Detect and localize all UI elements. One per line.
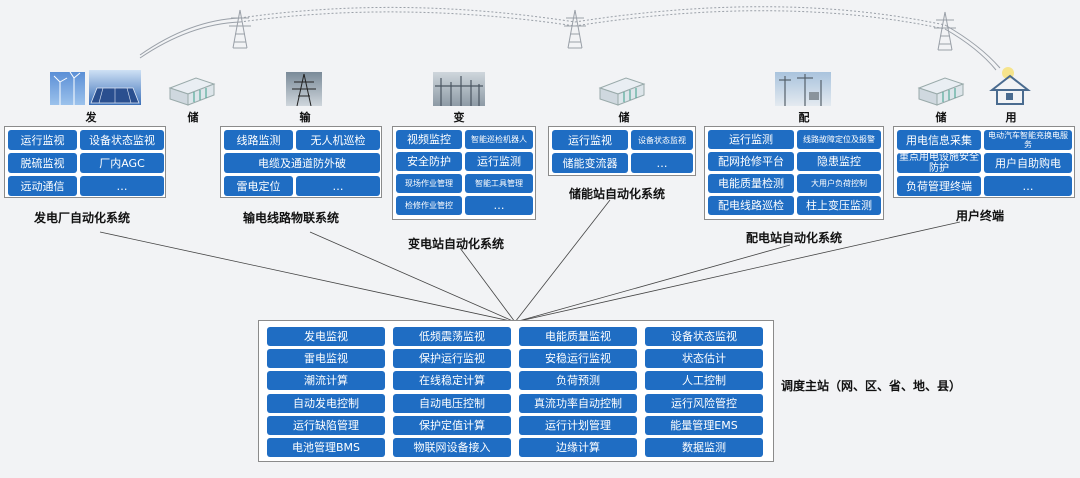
stage-label-storage: 储 [935,111,947,124]
function-cell[interactable]: 重点用电设施安全防护 [897,153,981,173]
function-cell[interactable]: 检修作业管控 [396,196,462,215]
dispatch-master-panel: 发电监视雷电监视潮流计算自动发电控制运行缺陷管理电池管理BMS 低频震荡监视保护运… [258,320,774,462]
function-cell[interactable]: 隐患监控 [797,152,881,171]
storage-station-panel: 运行监视 设备状态监视 储能变流器 … [548,126,696,176]
substation-title: 变电站自动化系统 [408,237,505,251]
substation-photo-icon [433,72,485,106]
storage-station-title: 储能站自动化系统 [569,187,666,201]
user-terminal-title: 用户终端 [956,209,1005,223]
function-cell[interactable]: 运行监测 [465,152,533,171]
dispatch-function-cell[interactable]: 边缘计算 [519,438,637,457]
power-tower-photo-icon [286,72,322,106]
dispatch-function-cell[interactable]: 运行缺陷管理 [267,415,385,435]
power-tower-icon [934,11,956,51]
function-cell[interactable]: 智能巡检机器人 [465,130,533,149]
function-cell[interactable]: 运行监测 [708,130,794,149]
dispatch-function-cell[interactable]: 数据监测 [645,438,763,457]
battery-storage-icon [598,74,646,106]
function-cell[interactable]: 负荷管理终端 [897,176,981,196]
function-cell[interactable]: 配电线路巡检 [708,196,794,215]
power-plant-panel: 运行监视 设备状态监视 脱硫监视 厂内AGC 远动通信 … [4,126,166,198]
function-cell[interactable]: 视频监控 [396,130,462,149]
dispatch-function-cell[interactable]: 保护运行监视 [393,349,511,369]
dispatch-function-cell[interactable]: 运行计划管理 [519,415,637,435]
function-cell[interactable]: 电缆及通道防外破 [224,153,380,173]
function-cell[interactable]: 运行监视 [8,130,77,150]
dispatch-function-cell[interactable]: 低频震荡监视 [393,327,511,346]
transmission-title: 输电线路物联系统 [243,211,340,225]
distribution-photo-icon [775,72,831,106]
dispatch-function-cell[interactable]: 自动电压控制 [393,393,511,413]
function-cell[interactable]: 电能质量检测 [708,174,794,193]
stage-label-generate: 发 [85,111,97,124]
battery-storage-icon [917,74,965,106]
dispatch-function-cell[interactable]: 真流功率自动控制 [519,393,637,413]
function-cell[interactable]: 设备状态监视 [631,130,693,150]
dispatch-function-cell[interactable]: 人工控制 [645,371,763,391]
function-cell[interactable]: … [984,176,1072,196]
function-cell[interactable]: 脱硫监视 [8,153,77,173]
function-cell[interactable]: 用户自助购电 [984,153,1072,173]
function-cell[interactable]: 智能工具管理 [465,174,533,193]
stage-label-storage: 储 [187,111,199,124]
distribution-panel: 运行监测 线路故障定位及报警 配网抢修平台 隐患监控 电能质量检测 大用户负荷控… [704,126,884,220]
function-cell[interactable]: 用电信息采集 [897,130,981,150]
user-terminal-panel: 用电信息采集 电动汽车智能充换电服务 重点用电设施安全防护 用户自助购电 负荷管… [893,126,1075,198]
dispatch-function-cell[interactable]: 电池管理BMS [267,438,385,457]
function-cell[interactable]: … [631,153,693,173]
dispatch-function-cell[interactable]: 设备状态监视 [645,327,763,346]
distribution-title: 配电站自动化系统 [746,231,843,245]
transmission-panel: 线路监测 无人机巡检 电缆及通道防外破 雷电定位 … [220,126,382,198]
function-cell[interactable]: 储能变流器 [552,153,628,173]
battery-storage-icon [168,74,216,106]
wind-farm-icon [50,72,85,105]
dispatch-function-cell[interactable]: 运行风险管控 [645,393,763,413]
stage-label-transform: 变 [453,111,465,124]
function-cell[interactable]: 设备状态监视 [80,130,164,150]
function-cell[interactable]: 无人机巡检 [296,130,380,150]
stage-label-storage: 储 [618,111,630,124]
function-cell[interactable]: 厂内AGC [80,153,164,173]
substation-panel: 视频监控 智能巡检机器人 安全防护 运行监测 现场作业管理 智能工具管理 检修作… [392,126,536,220]
function-cell[interactable]: 现场作业管理 [396,174,462,193]
dispatch-title: 调度主站（网、区、省、地、县） [781,379,962,393]
dispatch-function-cell[interactable]: 在线稳定计算 [393,371,511,391]
stage-label-transmit: 输 [299,111,311,124]
dispatch-function-cell[interactable]: 能量管理EMS [645,415,763,435]
function-cell[interactable]: 电动汽车智能充换电服务 [984,130,1072,150]
function-cell[interactable]: 运行监视 [552,130,628,150]
power-tower-icon [564,9,586,49]
function-cell[interactable]: … [296,176,380,196]
dispatch-function-cell[interactable]: 潮流计算 [267,371,385,391]
function-cell[interactable]: 安全防护 [396,152,462,171]
dispatch-function-cell[interactable]: 状态估计 [645,349,763,369]
power-plant-title: 发电厂自动化系统 [34,211,131,225]
dispatch-function-cell[interactable]: 物联网设备接入 [393,438,511,457]
power-tower-icon [229,9,251,49]
dispatch-function-cell[interactable]: 自动发电控制 [267,393,385,413]
function-cell[interactable]: 柱上变压监测 [797,196,881,215]
dispatch-function-cell[interactable]: 雷电监视 [267,349,385,369]
function-cell[interactable]: 线路故障定位及报警 [797,130,881,149]
dispatch-function-cell[interactable]: 发电监视 [267,327,385,346]
stage-label-use: 用 [1005,111,1017,124]
function-cell[interactable]: … [80,176,164,196]
dispatch-function-cell[interactable]: 保护定值计算 [393,415,511,435]
dispatch-function-cell[interactable]: 安稳运行监视 [519,349,637,369]
function-cell[interactable]: 雷电定位 [224,176,293,196]
function-cell[interactable]: 配网抢修平台 [708,152,794,171]
dispatch-function-cell[interactable]: 电能质量监视 [519,327,637,346]
dispatch-function-cell[interactable]: 负荷预测 [519,371,637,391]
house-icon [988,64,1032,108]
function-cell[interactable]: 大用户负荷控制 [797,174,881,193]
function-cell[interactable]: … [465,196,533,215]
function-cell[interactable]: 线路监测 [224,130,293,150]
function-cell[interactable]: 远动通信 [8,176,77,196]
stage-label-distribute: 配 [798,111,810,124]
solar-panel-icon [89,70,141,105]
